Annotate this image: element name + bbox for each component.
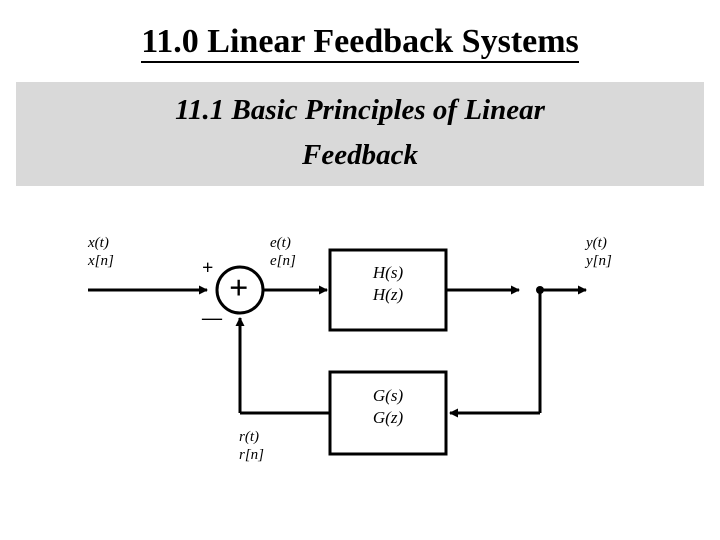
subtitle-background-band [16, 82, 704, 186]
summing-junction [215, 265, 265, 315]
page-title-text: 11.0 Linear Feedback Systems [141, 23, 579, 63]
error-label-ct: e(t) [270, 235, 291, 251]
summer-minus-sign: — [202, 307, 222, 329]
page-title: 11.0 Linear Feedback Systems [0, 22, 720, 63]
input-label-dt: x[n] [88, 253, 114, 269]
section-subtitle-line2: Feedback [302, 139, 418, 171]
feedback-label-ct: r(t) [239, 429, 259, 445]
linear-feedback-block-diagram: x(t) x[n] + — + e(t) e[n] H(s) H(z) y(t)… [0, 200, 720, 520]
section-subtitle-line1: 11.1 Basic Principles of Linear [175, 94, 545, 126]
summer-plus-sign: + [202, 257, 214, 279]
error-label-dt: e[n] [270, 253, 296, 269]
feedback-label-dt: r[n] [239, 447, 265, 463]
forward-block-label-line1: H(s) [372, 263, 404, 282]
feedback-block-label-line2: G(z) [372, 408, 404, 427]
section-subtitle: 11.1 Basic Principles of Linear Feedback [16, 88, 704, 178]
summer-symbol: + [229, 270, 249, 307]
output-label-dt: y[n] [586, 253, 612, 269]
forward-block-rect [328, 248, 448, 332]
forward-block-label-line2: H(z) [372, 285, 404, 304]
feedback-block-rect [328, 370, 448, 456]
output-label-ct: y(t) [586, 235, 607, 251]
feedback-block-label-line1: G(s) [372, 386, 404, 405]
diagram-lines [88, 248, 587, 456]
input-label-ct: x(t) [88, 235, 109, 251]
